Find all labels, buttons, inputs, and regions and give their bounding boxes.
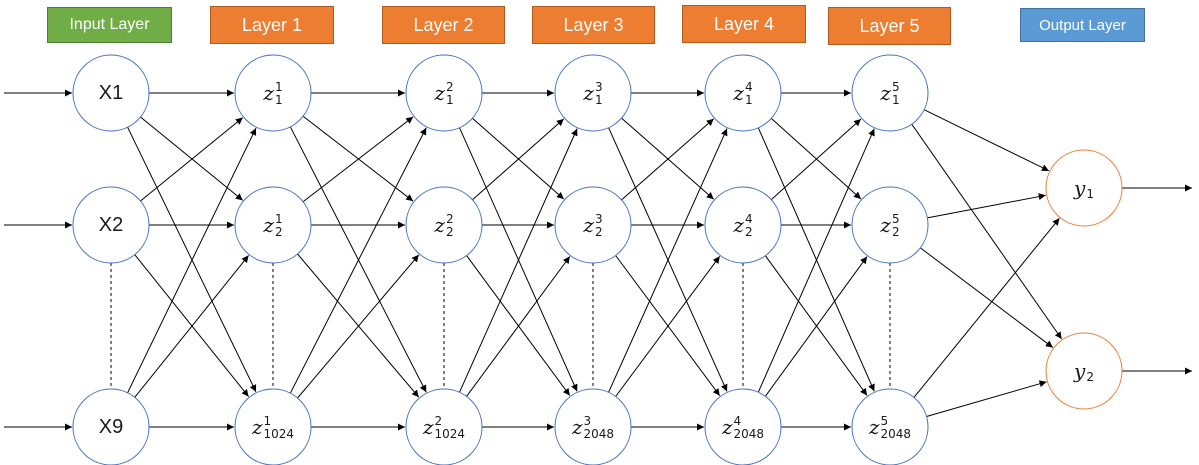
node-layer5-2 xyxy=(851,186,929,264)
header-input-layer: Input Layer xyxy=(47,7,172,43)
node-layer1-1 xyxy=(234,54,312,132)
header-layer-5: Layer 5 xyxy=(828,7,951,45)
connection-edge xyxy=(923,109,1050,172)
connection-edge xyxy=(140,117,244,202)
node-layer1-3 xyxy=(234,388,312,465)
header-layer-3: Layer 3 xyxy=(532,6,655,44)
connection-edge xyxy=(472,118,565,201)
node-layer4-1 xyxy=(704,54,782,132)
connection-edge xyxy=(297,254,420,399)
node-layer4-2 xyxy=(704,186,782,264)
node-layer2-1 xyxy=(405,54,483,132)
connection-edge xyxy=(926,380,1047,417)
header-layer-1: Layer 1 xyxy=(210,6,334,44)
node-layer5-3 xyxy=(851,388,929,465)
node-output-1 xyxy=(1045,149,1123,227)
node-layer3-1 xyxy=(554,54,632,132)
connection-edge xyxy=(770,118,862,200)
node-layer3-3 xyxy=(554,388,632,465)
node-output-2 xyxy=(1045,332,1123,410)
node-input-3 xyxy=(72,388,150,465)
connection-edge xyxy=(608,128,728,393)
connection-edge xyxy=(615,256,721,397)
header-output-layer: Output Layer xyxy=(1020,8,1145,42)
connection-edge xyxy=(621,118,715,201)
node-layer4-3 xyxy=(704,388,782,465)
connection-edge xyxy=(134,255,249,398)
node-input-1 xyxy=(72,54,150,132)
connection-edge xyxy=(913,217,1060,398)
node-layer5-1 xyxy=(851,54,929,132)
connection-edge xyxy=(127,127,257,394)
header-layer-2: Layer 2 xyxy=(382,6,505,44)
connection-edge xyxy=(459,128,578,393)
connection-edge xyxy=(920,247,1054,348)
node-layer1-2 xyxy=(234,186,312,264)
node-layer2-2 xyxy=(405,186,483,264)
header-layer-4: Layer 4 xyxy=(682,5,806,43)
node-layer2-3 xyxy=(405,388,483,465)
node-input-2 xyxy=(72,186,150,264)
connection-edge xyxy=(302,116,414,203)
connection-edge xyxy=(911,123,1063,340)
connection-edge xyxy=(927,193,1046,219)
connection-edge xyxy=(466,256,571,397)
connection-edge xyxy=(757,128,875,393)
node-layer3-2 xyxy=(554,186,632,264)
connection-edge xyxy=(289,127,427,394)
connection-edge xyxy=(764,256,868,397)
